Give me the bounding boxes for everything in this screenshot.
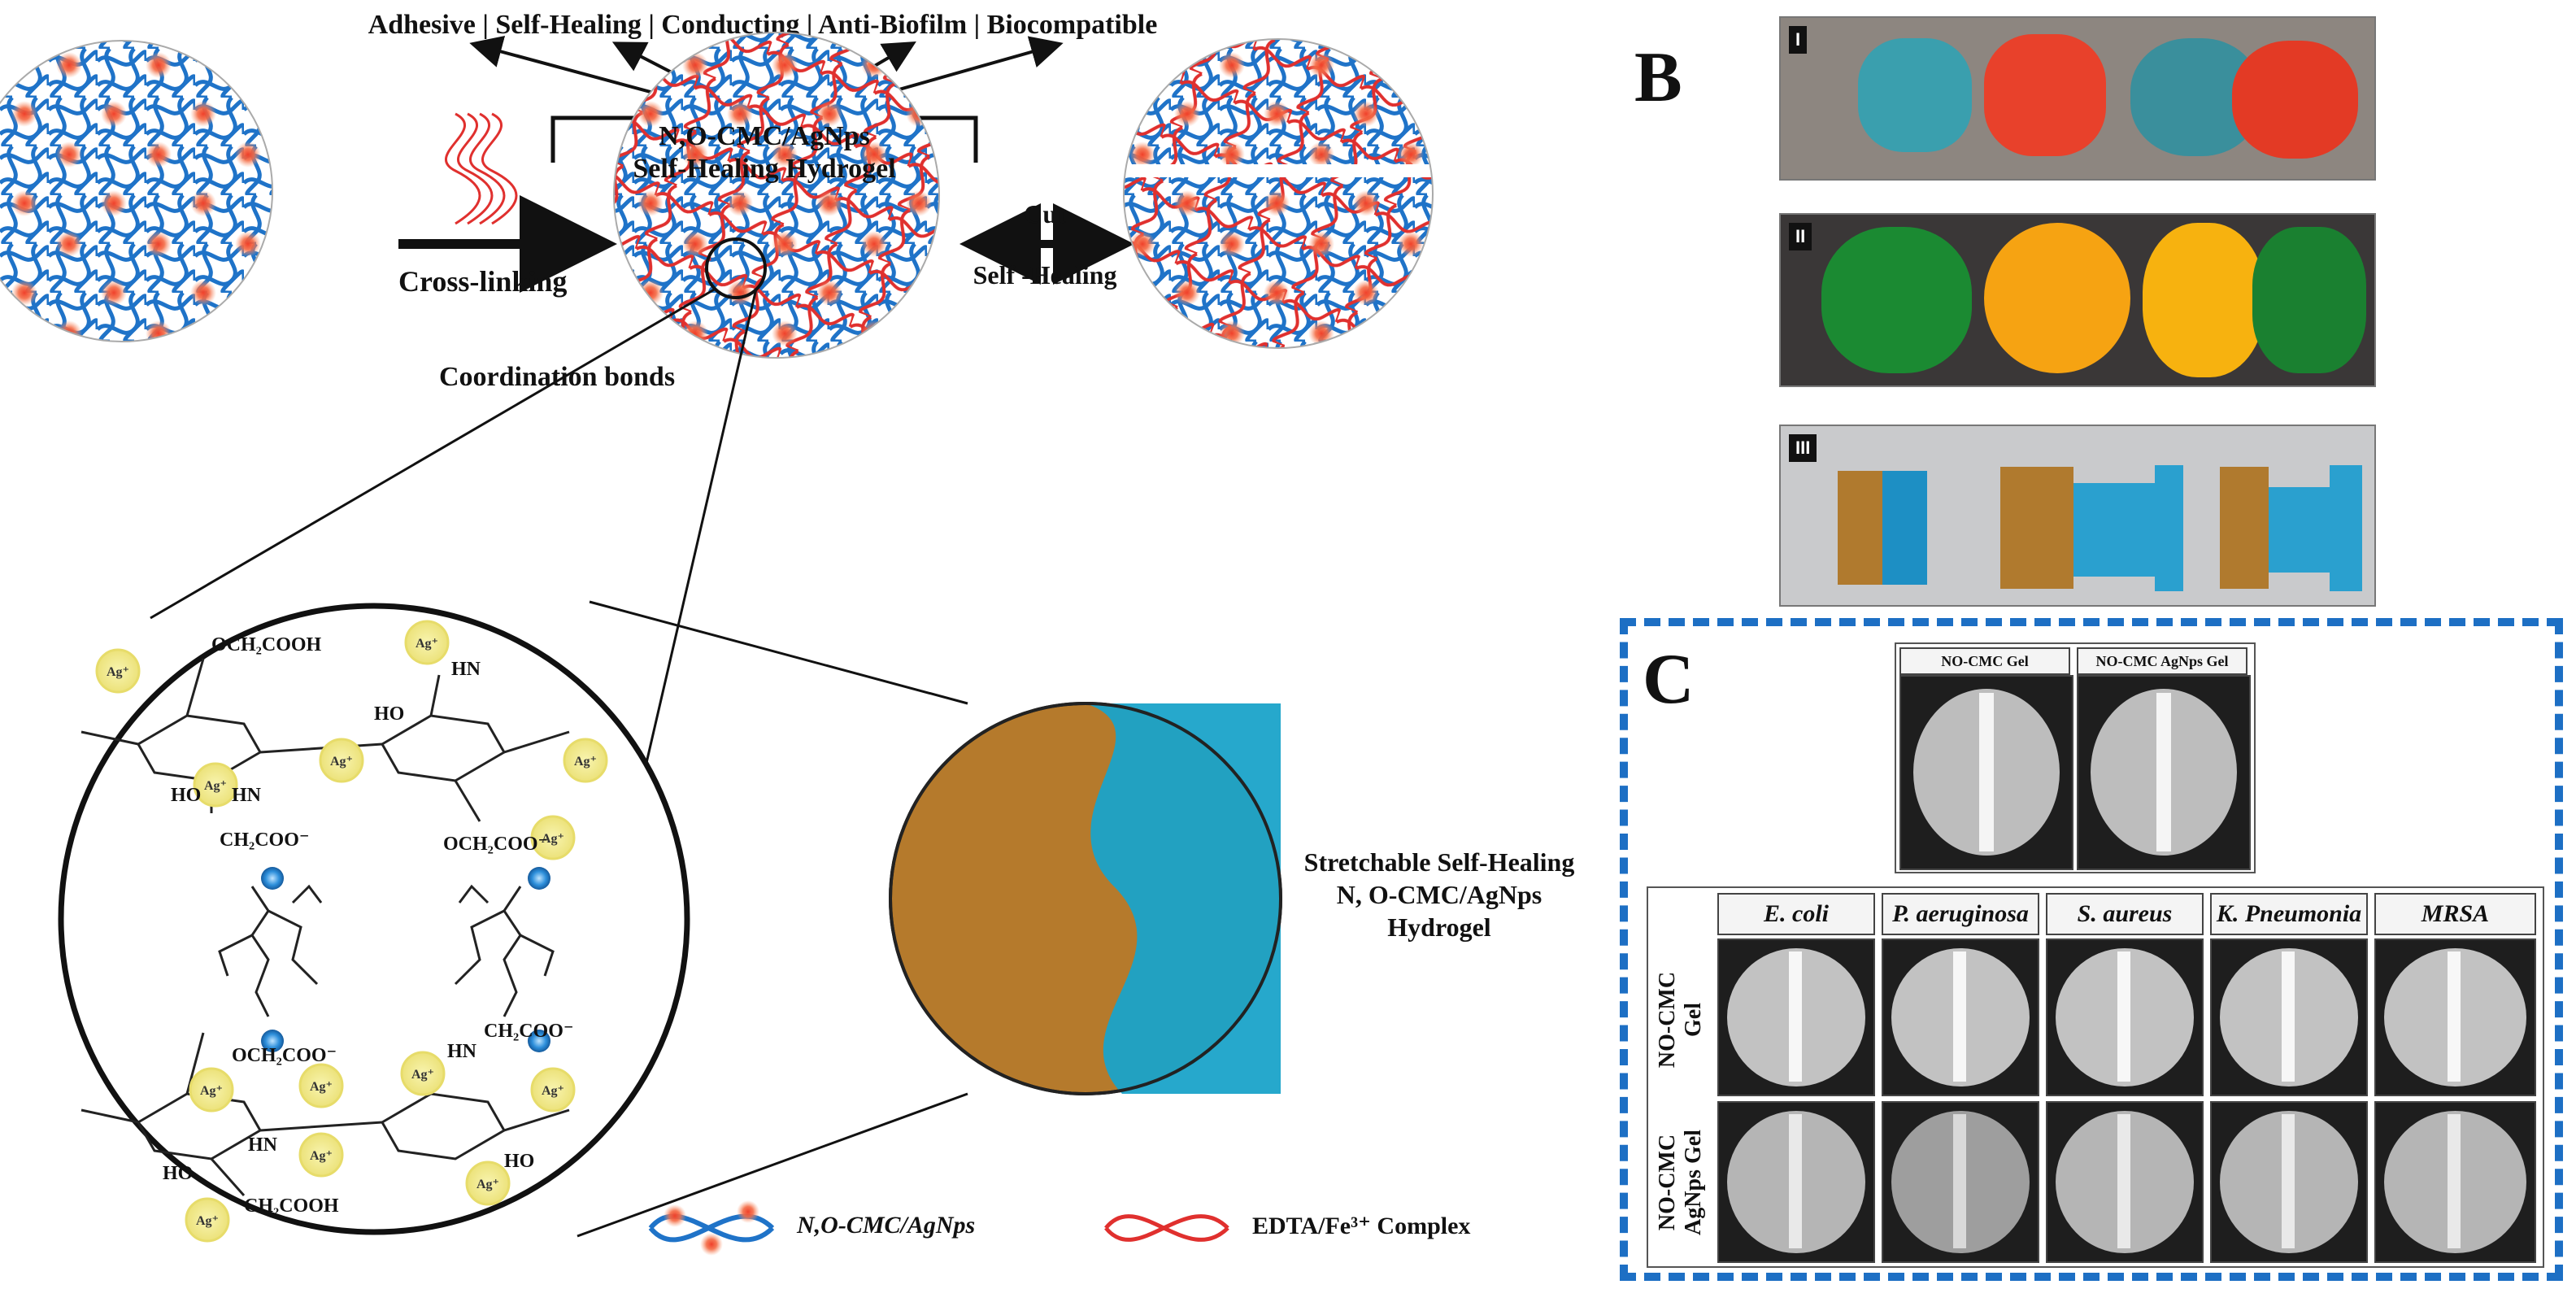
coordination-label: Coordination bonds (439, 362, 676, 392)
chem-ho: HO (504, 1151, 534, 1172)
bacteria-header-5: MRSA (2374, 893, 2536, 935)
bacteria-header-2: P. aeruginosa (1882, 893, 2039, 935)
bacteria-header-1: E. coli (1717, 893, 1875, 935)
ag-label: Ag⁺ (310, 1149, 333, 1163)
top-plate-table: NO-CMC Gel NO-CMC AgNps Gel (1895, 642, 2256, 873)
plate (2374, 1101, 2536, 1263)
chemistry-circle (58, 603, 690, 1235)
chem-och2coo: OCH₂COO⁻ (232, 1045, 337, 1066)
top-header-2: NO-CMC AgNps Gel (2077, 647, 2247, 675)
crosslinked-network (614, 33, 939, 358)
crosslinker-symbol (444, 112, 518, 225)
plate (1717, 938, 1875, 1096)
bacteria-plate-table: E. coli P. aeruginosa S. aureus K. Pneum… (1647, 886, 2544, 1268)
ag-label: Ag⁺ (542, 1084, 564, 1098)
plate (2210, 1101, 2368, 1263)
chem-ho: HO (163, 1163, 193, 1184)
panel-c-letter: C (1643, 640, 1695, 719)
ag-label: Ag⁺ (107, 665, 129, 679)
panel-a-diagram: Ag⁺ Ag⁺ Ag⁺ Ag⁺ Ag⁺ Ag⁺ Ag⁺ Ag⁺ Ag⁺ Ag⁺ … (0, 32, 1434, 1256)
plate (1899, 675, 2073, 870)
chem-hn: HN (451, 659, 481, 680)
photo-row-1: I (1779, 16, 2376, 181)
plate (1717, 1101, 1875, 1263)
photo-row-3: III (1779, 425, 2376, 607)
ag-label: Ag⁺ (204, 779, 227, 793)
legend-red-label: EDTA/Fe³⁺ Complex (1252, 1213, 1471, 1239)
ag-label: Ag⁺ (200, 1084, 223, 1098)
top-header-1: NO-CMC Gel (1899, 647, 2070, 675)
chem-hn: HN (248, 1134, 278, 1156)
stretchable-line1: Stretchable Self-Healing (1303, 847, 1575, 877)
row-header-1-line2: Gel (1681, 1003, 1706, 1037)
photo-row-2: II (1779, 213, 2376, 387)
row-header-1: NO-CMC Gel (1655, 963, 1707, 1077)
chem-ho: HO (374, 703, 404, 725)
row-label-3: III (1789, 434, 1817, 462)
bacteria-header-4: K. Pneumonia (2210, 893, 2368, 935)
chem-ch2coo: CH₂COO⁻ (484, 1021, 574, 1042)
chem-hn: HN (447, 1041, 477, 1062)
cut-network (1124, 39, 1433, 348)
plate (1882, 1101, 2039, 1263)
chem-ch2coo: CH₂COO⁻ (220, 830, 310, 851)
legend-red-icon (1104, 1214, 1229, 1242)
hydrogel-title: N,O-CMC/AgNps Self-Healing Hydrogel (633, 120, 895, 185)
row-label-2: II (1789, 223, 1812, 250)
panel-c-box (1620, 618, 2563, 1281)
row-header-2-line2: AgNps Gel (1681, 1130, 1706, 1235)
row-label-1: I (1789, 26, 1808, 54)
ag-label: Ag⁺ (542, 832, 564, 846)
legend-blue-label: N,O-CMC/AgNps (797, 1212, 976, 1239)
row-header-2: NO-CMC AgNps Gel (1655, 1109, 1707, 1256)
stretchable-line2: N, O-CMC/AgNps (1336, 880, 1543, 909)
ag-label: Ag⁺ (310, 1080, 333, 1094)
ag-label: Ag⁺ (416, 637, 438, 651)
silver-ions (95, 620, 608, 1243)
bacteria-header-3: S. aureus (2046, 893, 2204, 935)
row-header-2-line1: NO-CMC (1655, 1134, 1680, 1231)
row-header-1-line1: NO-CMC (1655, 971, 1680, 1069)
hydrogel-title-line2: Self-Healing Hydrogel (633, 154, 896, 184)
stretchable-line3: Hydrogel (1387, 912, 1491, 942)
plate (2046, 1101, 2204, 1263)
uncrosslinked-network (0, 41, 272, 342)
plate (2077, 675, 2251, 870)
crosslinking-label: Cross-linking (398, 265, 568, 298)
stretchable-label: Stretchable Self-Healing N, O-CMC/AgNps … (1304, 846, 1575, 943)
chem-och2cooh: OCH₂COOH (211, 634, 322, 655)
cut-label: Cut (1024, 199, 1066, 229)
plate (2046, 938, 2204, 1096)
plate (1882, 938, 2039, 1096)
ag-label: Ag⁺ (411, 1068, 434, 1082)
panel-b-letter: B (1634, 38, 1682, 117)
ag-label: Ag⁺ (330, 755, 353, 769)
plate (2210, 938, 2368, 1096)
zoom-circle (705, 237, 767, 299)
chem-ho: HO (171, 785, 201, 806)
plate (2374, 938, 2536, 1096)
ag-label: Ag⁺ (574, 755, 597, 769)
ag-label: Ag⁺ (476, 1178, 499, 1191)
chem-hn: HN (232, 785, 262, 806)
hydrogel-title-line1: N,O-CMC/AgNps (659, 121, 870, 151)
selfheal-label: Self -Healing (973, 260, 1117, 290)
chem-ch2cooh: CH₂COOH (244, 1195, 339, 1217)
chem-och2coo: OCH₂COO⁻ (443, 834, 548, 855)
ag-label: Ag⁺ (196, 1214, 219, 1228)
